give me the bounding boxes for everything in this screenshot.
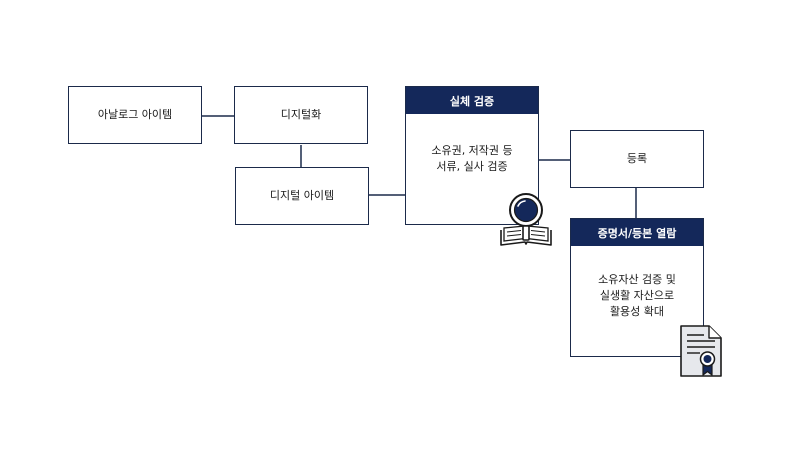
node-analog-item: 아날로그 아이템 <box>68 86 202 144</box>
node-certificate: 증명서/등본 열람 소유자산 검증 및 실생활 자산으로 활용성 확대 <box>570 218 704 357</box>
node-verify-title: 실체 검증 <box>406 87 538 114</box>
node-digital-item-label: 디지털 아이템 <box>269 189 335 202</box>
node-digitalize: 디지털화 <box>234 86 368 144</box>
book-magnifier-icon <box>500 193 552 246</box>
node-digitalize-label: 디지털화 <box>280 108 322 121</box>
node-certificate-title: 증명서/등본 열람 <box>571 219 703 246</box>
certificate-document-icon <box>680 325 722 377</box>
node-verify-body: 소유권, 저작권 등 서류, 실사 검증 <box>431 144 513 173</box>
node-register: 등록 <box>570 130 704 188</box>
node-analog-item-label: 아날로그 아이템 <box>97 108 173 121</box>
node-digital-item: 디지털 아이템 <box>235 167 369 225</box>
node-register-label: 등록 <box>626 152 648 165</box>
node-certificate-body: 소유자산 검증 및 실생활 자산으로 활용성 확대 <box>598 273 676 318</box>
node-verify: 실체 검증 소유권, 저작권 등 서류, 실사 검증 <box>405 86 539 225</box>
